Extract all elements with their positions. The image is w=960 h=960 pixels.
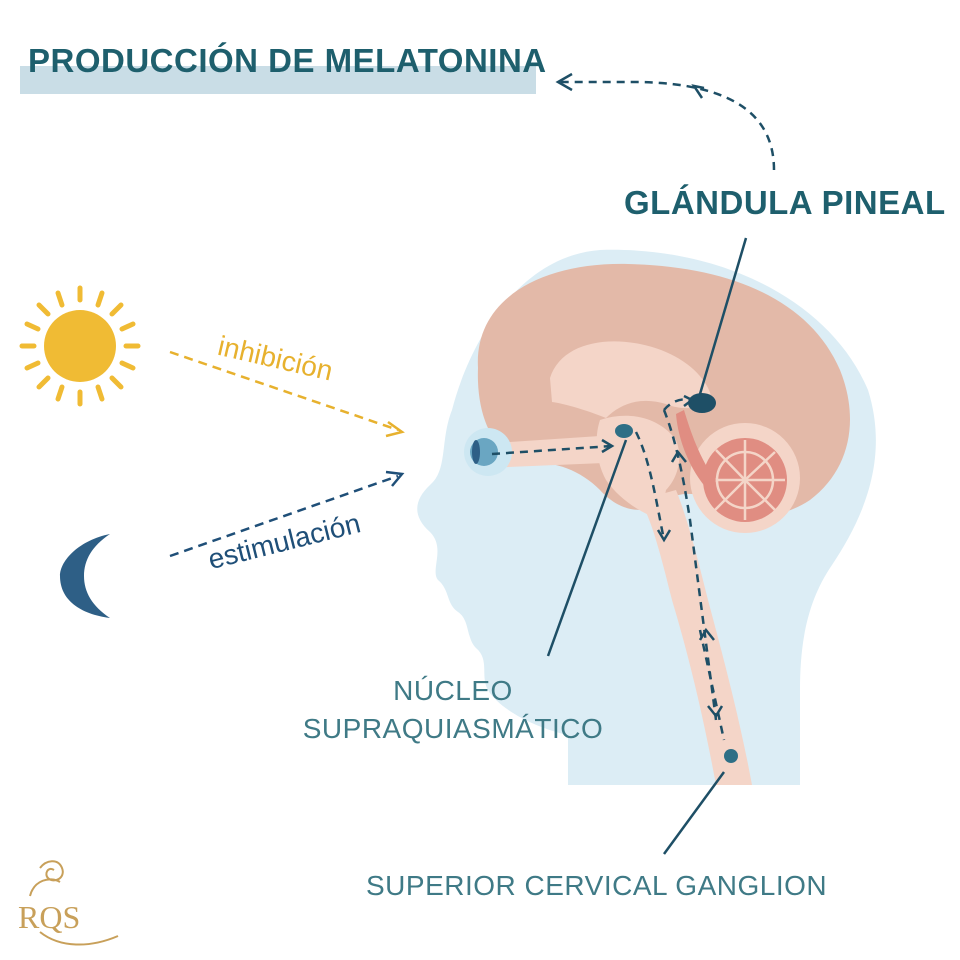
nucleus-label-line1: NÚCLEO [393,675,513,706]
cerebellum-folds [703,438,787,522]
nucleus-label-line2: SUPRAQUIASMÁTICO [302,713,604,744]
neural-pathway [491,398,726,741]
title-band [20,66,536,94]
pineal-stalk [676,410,716,490]
inhibition-arrowhead [385,420,405,438]
pathway-arrowheads [601,394,724,719]
ganglion-dot [724,749,738,763]
pineal-leader-line [698,237,748,395]
suprachiasmatic-dot [615,424,633,438]
pineal-gland-label: GLÁNDULA PINEAL [624,184,946,221]
pineal-gland-dot [688,393,716,413]
moon-icon [60,534,110,618]
eye-icon [464,428,512,476]
page-title: PRODUCCIÓN DE MELATONINA [28,42,547,79]
inhibition-arrow [169,350,399,432]
pineal-to-title-arrowhead [555,72,573,92]
sun-icon [19,285,141,407]
ganglion-label: SUPERIOR CERVICAL GANGLION [366,870,828,901]
spinal-cord [640,490,752,785]
ganglion-leader-line [662,771,726,855]
brain-inner [550,341,712,418]
stimulation-arrowhead [385,470,405,487]
nucleus-label: NÚCLEO SUPRAQUIASMÁTICO [298,672,608,748]
nucleus-leader-line [546,439,628,657]
rqs-logo: RQS [18,860,119,946]
logo-text: RQS [18,899,80,935]
pineal-to-title-arrow [560,80,776,171]
stimulation-arrow [169,474,399,558]
optic-nerve [480,436,632,468]
